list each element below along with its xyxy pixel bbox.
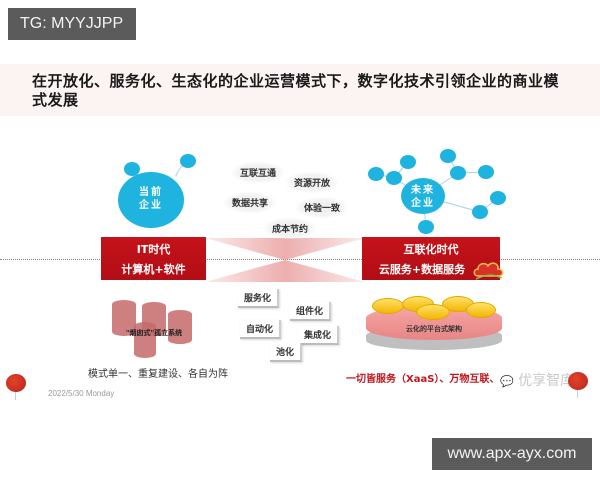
it-era-bar: IT时代 计算机+软件: [101, 237, 206, 280]
it-era-title: IT时代: [136, 243, 171, 256]
timeline-divider: [0, 259, 600, 260]
lantern-tassel: [577, 390, 578, 398]
internet-era-caption: 一切皆服务（XaaS）、万物互联、: [346, 374, 500, 385]
connector-line: [175, 165, 182, 177]
capability-chip: 池化: [270, 343, 303, 362]
benefit-tag: 数据共享: [224, 192, 277, 213]
satellite-node: [180, 154, 196, 168]
source-name: 优享智库: [518, 373, 575, 389]
cylinder: [134, 322, 156, 358]
satellite-node: [124, 162, 140, 176]
platform-label: 云化的平台式架构: [406, 325, 462, 333]
lantern-icon: [568, 372, 588, 390]
capability-chip: 集成化: [298, 326, 340, 345]
it-era-caption: 模式单一、重复建设、各自为阵: [88, 369, 228, 380]
service-coin: [466, 302, 496, 318]
watermark-badge-top: TG: MYYJJPP: [8, 8, 136, 40]
slide-date: 2022/5/30 Monday: [48, 389, 115, 398]
internet-era-bar: 互联化时代 云服务+数据服务: [362, 237, 500, 280]
cylinder: [168, 310, 192, 344]
current-enterprise-diagram: 当前 企业: [110, 150, 220, 230]
benefit-tag: 成本节约: [264, 218, 317, 239]
current-enterprise-label: 当前 企业: [139, 187, 163, 211]
wechat-icon: 💬: [500, 375, 514, 388]
cylinder: [112, 300, 136, 336]
capability-chip: 组件化: [290, 302, 332, 321]
internet-era-subtitle: 云服务+数据服务: [378, 263, 466, 276]
title-band: [0, 64, 600, 116]
silo-systems-illustration: "烟囱式"孤立系统: [112, 296, 192, 360]
internet-era-title: 互联化时代: [403, 243, 459, 256]
service-coin: [416, 304, 450, 320]
capability-chip: 自动化: [240, 320, 282, 339]
future-enterprise-label: 未来 企业: [411, 185, 435, 209]
silo-systems-label: "烟囱式"孤立系统: [125, 329, 183, 337]
lantern-icon: [6, 374, 26, 392]
current-enterprise-bubble: [118, 172, 184, 228]
future-enterprise-network: [368, 149, 506, 234]
cloud-icon: [473, 262, 504, 280]
capability-chip: 服务化: [238, 289, 280, 308]
benefit-tag: 资源开放: [286, 172, 339, 193]
wechat-source-watermark: 💬 优享智库: [500, 370, 574, 390]
benefit-tag: 体验一致: [296, 197, 349, 218]
lantern-tassel: [15, 392, 16, 400]
transition-x-shape: [205, 238, 365, 282]
it-era-subtitle: 计算机+软件: [121, 263, 186, 276]
benefit-tag: 互联互通: [232, 162, 285, 183]
cloud-platform-illustration: 云化的平台式架构: [366, 296, 502, 354]
service-coin: [372, 298, 404, 314]
watermark-badge-bottom: www.apx-ayx.com: [432, 438, 592, 470]
slide-title: 在开放化、服务化、生态化的企业运营模式下，数字化技术引领企业的商业模式发展: [32, 72, 560, 109]
